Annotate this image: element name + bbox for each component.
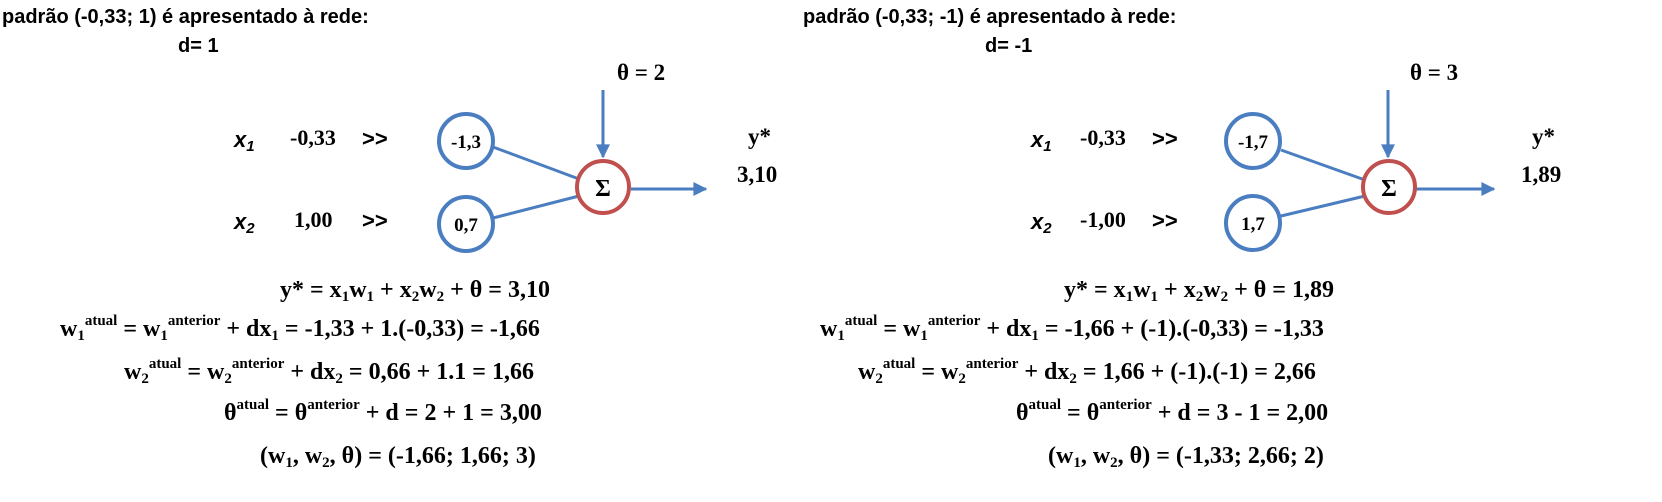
right-x2-arrow: >> [1152, 208, 1178, 233]
right-eq-weights-tuple: (w1, w2, θ) = (-1,33; 2,66; 2) [1048, 443, 1324, 471]
right-w2-node-label: 1,7 [1241, 214, 1265, 235]
left-w2-node-label: 0,7 [454, 215, 478, 236]
left-heading: padrão (-0,33; 1) é apresentado à rede: [2, 6, 369, 28]
right-eq-output: y* = x1w1 + x2w2 + θ = 1,89 [1064, 277, 1334, 305]
left-w2-node [437, 195, 495, 253]
right-w1-node [1224, 112, 1282, 170]
left-x2-value: 1,00 [294, 207, 333, 232]
left-y-value: 3,10 [737, 162, 778, 187]
left-eq-output: y* = x1w1 + x2w2 + θ = 3,10 [280, 277, 550, 305]
left-y-label: y* [748, 124, 771, 149]
right-w1-connection [1280, 148, 1366, 182]
right-eq-w1-update: w1atual = w1anterior + dx1 = -1,66 + (-1… [820, 313, 1324, 344]
right-eq-theta-update: θatual = θanterior + d = 3 - 1 = 2,00 [1016, 397, 1329, 427]
right-y-value: 1,89 [1521, 162, 1562, 187]
left-sum-node [575, 159, 631, 215]
right-x1-arrow: >> [1152, 126, 1178, 151]
left-w1-connection [492, 145, 580, 181]
left-x1-label: x1 [234, 127, 255, 155]
right-desired-output: d= -1 [985, 35, 1033, 57]
left-x2-label: x2 [234, 209, 255, 237]
right-w2-connection [1280, 194, 1366, 218]
right-network: -1,7 1,7 Σ [1224, 90, 1496, 252]
right-x2-label: x2 [1031, 209, 1052, 237]
left-eq-w1-update: w1atual = w1anterior + dx1 = -1,33 + 1.(… [60, 313, 540, 344]
right-heading: padrão (-0,33; -1) é apresentado à rede: [803, 6, 1177, 28]
left-eq-weights-tuple: (w1, w2, θ) = (-1,66; 1,66; 3) [260, 443, 536, 471]
right-theta-label: θ = 3 [1410, 60, 1459, 85]
left-w1-node [437, 112, 495, 170]
right-w1-node-label: -1,7 [1238, 132, 1269, 153]
right-sum-symbol: Σ [1381, 176, 1397, 202]
left-w2-connection [492, 194, 580, 220]
right-y-label: y* [1532, 124, 1555, 149]
left-network: -1,3 0,7 Σ [437, 90, 708, 253]
left-x2-arrow: >> [362, 208, 388, 233]
right-x2-value: -1,00 [1080, 207, 1126, 232]
left-w1-node-label: -1,3 [451, 132, 481, 153]
left-theta-label: θ = 2 [617, 60, 666, 85]
right-sum-node [1361, 159, 1417, 215]
left-x1-value: -0,33 [290, 125, 336, 150]
left-eq-theta-update: θatual = θanterior + d = 2 + 1 = 3,00 [224, 397, 542, 427]
left-sum-symbol: Σ [595, 176, 611, 202]
left-eq-w2-update: w2atual = w2anterior + dx2 = 0,66 + 1.1 … [124, 356, 534, 387]
right-x1-label: x1 [1031, 127, 1052, 155]
right-w2-node [1224, 194, 1282, 252]
right-eq-w2-update: w2atual = w2anterior + dx2 = 1,66 + (-1)… [858, 356, 1316, 387]
right-x1-value: -0,33 [1080, 125, 1126, 150]
left-desired-output: d= 1 [178, 35, 219, 57]
left-x1-arrow: >> [362, 126, 388, 151]
